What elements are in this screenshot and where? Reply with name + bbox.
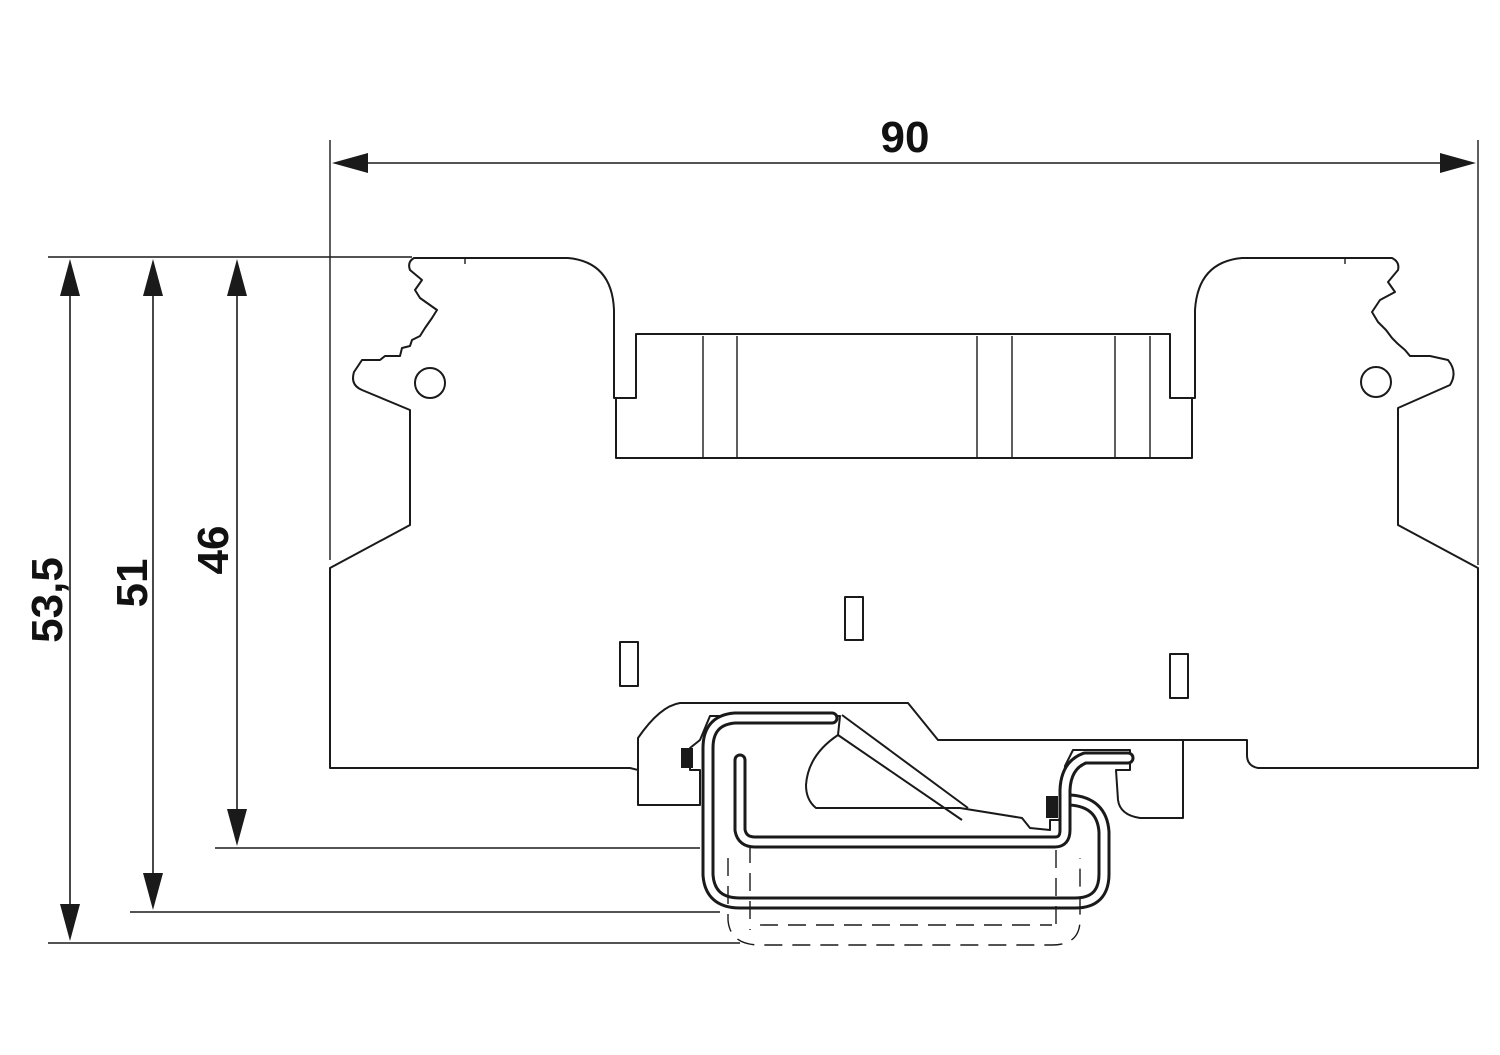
width-arrow-left [332,153,368,173]
hole-right [1360,366,1392,398]
slot-center [844,596,864,641]
height-dimensions: 53,5 51 46 [23,256,740,944]
hole-left [414,367,446,399]
width-label: 90 [881,113,930,162]
width-dimension: 90 [329,113,1479,565]
terminal-housing [329,257,1479,831]
din-rail [681,711,1135,910]
slot-right [1169,653,1189,699]
height-inner-label: 46 [189,526,238,575]
height-outer-label: 53,5 [23,557,72,643]
height-mid-label: 51 [108,559,157,608]
slot-left [619,641,639,687]
din-rail-deep-hidden [727,845,1081,946]
width-arrow-right [1440,153,1476,173]
